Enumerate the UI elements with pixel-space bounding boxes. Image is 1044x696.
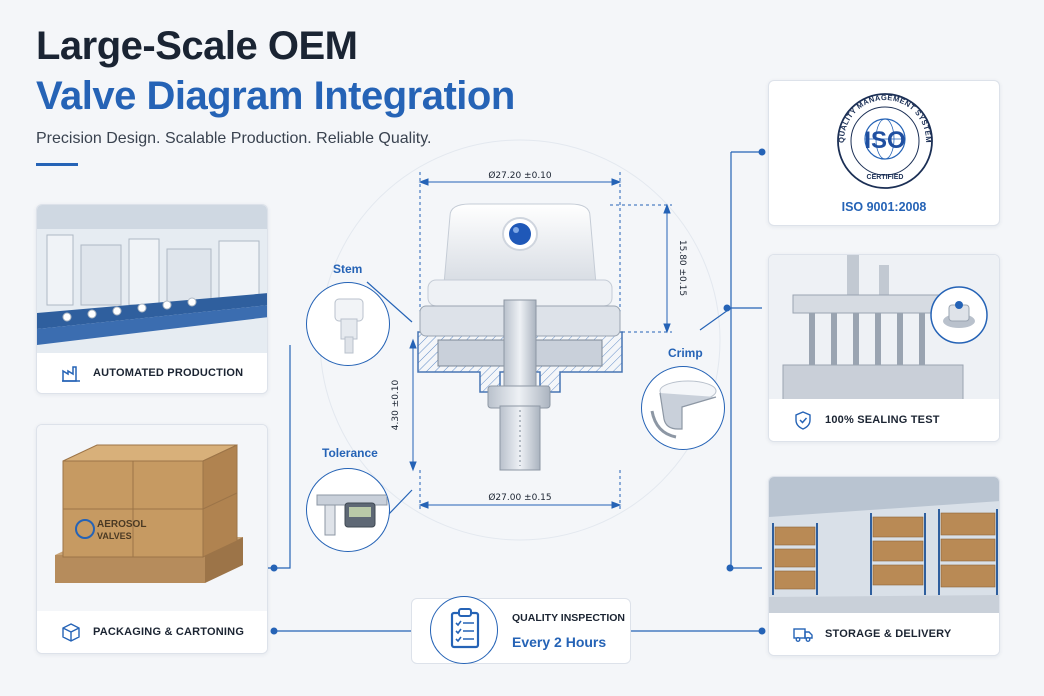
callout-tolerance-circle <box>306 468 390 552</box>
title-accent-bar <box>36 163 78 166</box>
factory-line-photo <box>37 205 267 355</box>
callout-stem-label: Stem <box>333 262 363 276</box>
card-iso-certification: QUALITY MANAGEMENT SYSTEM ISO CERTIFIED … <box>768 80 1000 226</box>
caliper-closeup-image <box>316 494 388 536</box>
dim-left-height: 4.30 ±0.10 <box>391 379 401 430</box>
dim-top-width: Ø27.20 ±0.10 <box>488 170 552 181</box>
connector-dots <box>270 148 766 635</box>
iso-badge: QUALITY MANAGEMENT SYSTEM ISO CERTIFIED <box>837 93 933 189</box>
callout-stem-circle <box>306 282 390 366</box>
box-brand-line1: AEROSOL <box>97 519 146 530</box>
valve-housing <box>487 385 551 409</box>
valve-diagram <box>417 203 623 471</box>
sealing-machine-photo <box>769 255 999 401</box>
page-title-line2: Valve Diagram Integration <box>36 74 515 118</box>
page-subtitle: Precision Design. Scalable Production. R… <box>36 130 432 147</box>
stem-closeup-image <box>334 298 364 354</box>
card-label-packaging: PACKAGING & CARTONING <box>93 626 245 638</box>
box-brand-line2: VALVES <box>97 531 132 541</box>
dim-bottom-width: Ø27.00 ±0.15 <box>488 492 551 503</box>
delivery-truck-icon <box>793 628 813 642</box>
card-storage-delivery: STORAGE & DELIVERY <box>768 476 1000 656</box>
valve-stem <box>503 299 537 391</box>
card-packaging: AEROSOL VALVES PACKAGING & CARTONING <box>36 424 268 654</box>
iso-certified-text: CERTIFIED <box>867 174 904 181</box>
iso-center-text: ISO <box>864 127 905 154</box>
box-icon <box>62 623 80 642</box>
callout-crimp-circle <box>641 366 725 450</box>
card-sealing-test: 100% SEALING TEST <box>768 254 1000 442</box>
crimp-closeup-image <box>650 380 717 439</box>
callout-crimp-label: Crimp <box>668 346 703 360</box>
shield-check-icon <box>795 411 811 430</box>
warehouse-photo <box>769 477 999 615</box>
card-label-iso: ISO 9001:2008 <box>841 200 927 214</box>
page-title-line1: Large-Scale OEM <box>36 24 358 68</box>
boxes-on-pallet-photo: AEROSOL VALVES <box>37 425 267 613</box>
factory-icon <box>62 366 80 382</box>
card-label-storage: STORAGE & DELIVERY <box>825 628 952 640</box>
card-label-automated-production: AUTOMATED PRODUCTION <box>93 367 244 379</box>
dimension-lines <box>409 172 672 510</box>
callout-tolerance-label: Tolerance <box>322 446 378 460</box>
dim-right-height: 15.80 ±0.15 <box>677 240 687 296</box>
quality-inspection-title: QUALITY INSPECTION <box>512 612 625 624</box>
quality-inspection-schedule: Every 2 Hours <box>512 634 607 650</box>
clipboard-checklist-icon <box>450 608 480 649</box>
card-label-sealing: 100% SEALING TEST <box>825 414 940 426</box>
clipboard-icon-circle <box>430 596 498 664</box>
card-automated-production: AUTOMATED PRODUCTION <box>36 204 268 394</box>
